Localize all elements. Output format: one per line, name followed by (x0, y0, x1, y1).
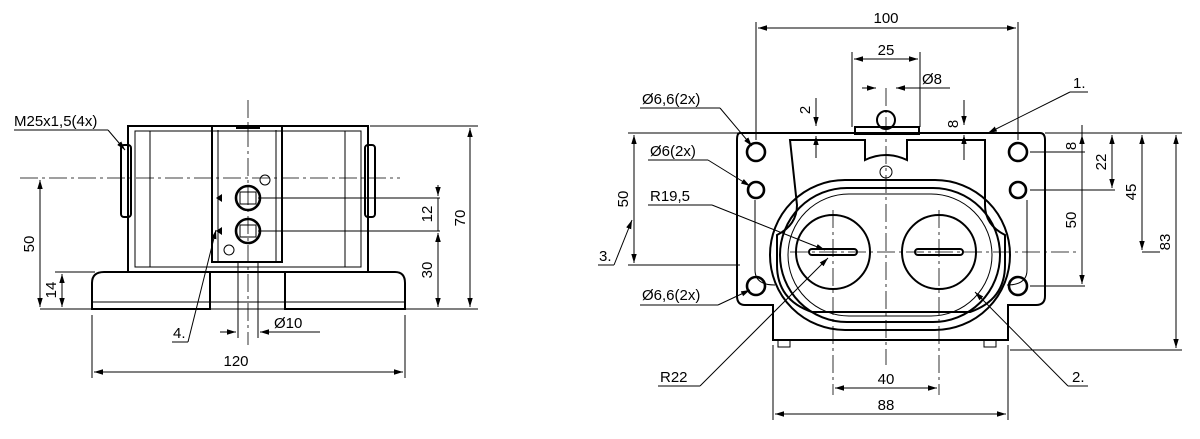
left-base-plate-right (284, 271, 406, 310)
oval-middle (779, 187, 1001, 323)
dim-100-label: 100 (873, 10, 898, 27)
hole-bottom-leader (717, 289, 751, 306)
callout-2-leader (974, 291, 1069, 387)
left-view: M25x1,5(4x) 120 70 50 14 30 12 Ø10 4. (14, 100, 478, 378)
dim-2-label: 2 (797, 106, 814, 114)
top-pin-base (854, 126, 920, 135)
dim-30-label: 30 (419, 262, 436, 279)
thread-label: M25x1,5(4x) (14, 113, 97, 130)
mount-hole-ml (746, 180, 766, 200)
gland-left (120, 144, 132, 218)
screw-upper-slot (239, 191, 257, 205)
dim-right-50-label: 50 (1063, 212, 1080, 229)
bottom-tab-right (983, 339, 997, 348)
hole-mid-leader (707, 159, 751, 187)
cover-top-lip (236, 125, 260, 129)
marker-triangle (216, 194, 222, 202)
hole-top-leader (719, 107, 753, 147)
callout-1-leader (987, 91, 1071, 134)
oval-outer (769, 179, 1011, 331)
callout-3-leader (613, 219, 633, 266)
dim-120-label: 120 (223, 353, 248, 370)
callout-3-label: 3. (599, 248, 612, 265)
marker-triangle (216, 227, 222, 235)
dim-40-label: 40 (878, 371, 895, 388)
bottom-tab-left (777, 339, 791, 348)
screw-lower-slot (239, 224, 257, 238)
oval-inner (787, 193, 993, 317)
dim-70-label: 70 (452, 210, 469, 227)
right-view: 100 25 Ø8 2 8 Ø6,6(2x) Ø6(2x) R19,5 Ø6,6… (598, 10, 1182, 420)
callout-4-label: 4. (173, 325, 186, 342)
radius-small-label: R19,5 (650, 188, 690, 205)
dim-14-label: 14 (43, 282, 60, 299)
dim-8-label: 8 (945, 120, 962, 128)
flange-outline (736, 132, 1046, 341)
left-base-plate (91, 271, 211, 310)
inner-chamber (776, 139, 1006, 313)
radius-large-leader (699, 257, 829, 387)
radius-large-label: R22 (660, 369, 688, 386)
small-hole-top (259, 174, 271, 186)
callout-1-label: 1. (1073, 75, 1086, 92)
callout-2-label: 2. (1072, 369, 1085, 386)
radius-small-leader (711, 204, 826, 251)
mount-hole-bl (745, 275, 767, 297)
dim-50-label: 50 (21, 236, 38, 253)
dim-left-50-label: 50 (615, 191, 632, 208)
hole-top-label: Ø6,6(2x) (642, 91, 700, 108)
dim-83-label: 83 (1157, 234, 1174, 251)
gland-right (364, 144, 376, 218)
hole-bottom-label: Ø6,6(2x) (642, 287, 700, 304)
hole-mid-label: Ø6(2x) (650, 143, 696, 160)
dim-25-label: 25 (878, 42, 895, 59)
small-hole-bottom (223, 244, 235, 256)
thread-leader (107, 129, 126, 151)
dim-12-label: 12 (419, 206, 436, 223)
center-cover (211, 125, 283, 263)
dim-45-label: 45 (1123, 184, 1140, 201)
dim-88-label: 88 (878, 397, 895, 414)
callout-4-leader (187, 229, 217, 343)
mount-hole-tr (1007, 141, 1029, 163)
dim-d10-label: Ø10 (274, 315, 302, 332)
mount-hole-mr (1008, 180, 1028, 200)
dim-right-8-label: 8 (1063, 142, 1080, 150)
dim-d8-label: Ø8 (922, 71, 942, 88)
mount-hole-tl (745, 141, 767, 163)
mount-hole-br (1007, 275, 1029, 297)
dim-22-label: 22 (1093, 154, 1110, 171)
